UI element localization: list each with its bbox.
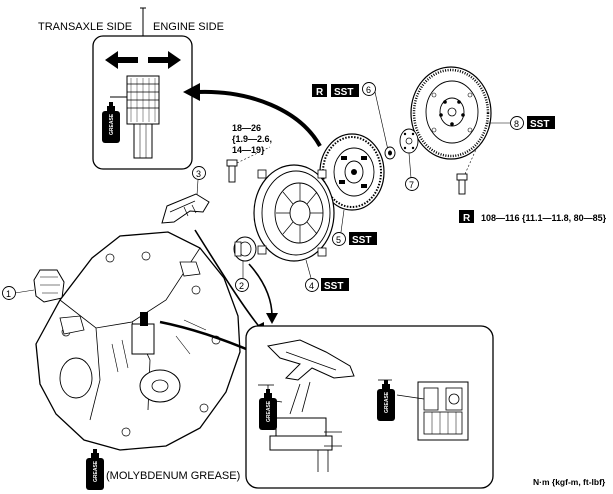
svg-text:14—19}: 14—19} bbox=[232, 145, 265, 155]
callout-6: 6 bbox=[362, 82, 389, 151]
svg-text:7: 7 bbox=[409, 180, 414, 190]
svg-text:4: 4 bbox=[309, 281, 314, 291]
engine-side-label: ENGINE SIDE bbox=[153, 21, 224, 33]
arrow-head-icon bbox=[266, 313, 278, 324]
arrow-right-icon bbox=[148, 51, 181, 69]
svg-text:SST: SST bbox=[530, 119, 549, 130]
arrow-left-icon bbox=[105, 51, 138, 69]
svg-text:1: 1 bbox=[6, 289, 11, 299]
svg-text:{1.9—2.6,: {1.9—2.6, bbox=[232, 134, 272, 144]
flywheel-bolt bbox=[456, 144, 479, 195]
inset-shaft: TRANSAXLE SIDE ENGINE SIDE GREASE bbox=[38, 7, 224, 170]
svg-text:3: 3 bbox=[196, 169, 201, 179]
pressure-plate-bolt bbox=[226, 146, 271, 183]
callout-5: 5 SST bbox=[332, 209, 377, 246]
svg-text:6: 6 bbox=[366, 85, 371, 95]
svg-text:R: R bbox=[463, 213, 471, 224]
torque-spec-flywheel: R 108—116 {11.1—11.8, 80—85} bbox=[459, 210, 607, 224]
molybdenum-grease-label: (MOLYBDENUM GREASE) bbox=[106, 470, 240, 482]
callout-8: 8 SST bbox=[486, 116, 555, 130]
arrow-fork-to-inset bbox=[194, 229, 263, 331]
svg-text:108—116 {11.1—11.8, 80—85}: 108—116 {11.1—11.8, 80—85} bbox=[481, 213, 607, 223]
transaxle-case bbox=[35, 231, 241, 451]
arrow-head-icon bbox=[183, 83, 200, 101]
flywheel bbox=[410, 66, 492, 160]
torque-spec-upper: 18—26 {1.9—2.6, 14—19} bbox=[232, 123, 272, 155]
arrow-bearing-to-inset bbox=[248, 263, 273, 317]
svg-text:SST: SST bbox=[324, 281, 343, 292]
svg-text:18—26: 18—26 bbox=[232, 123, 261, 133]
svg-text:2: 2 bbox=[239, 281, 244, 291]
pressure-plate bbox=[253, 164, 335, 262]
svg-text:5: 5 bbox=[336, 235, 341, 245]
grease-can-label: GREASE bbox=[93, 460, 99, 482]
callout-1: 1 bbox=[2, 286, 16, 300]
svg-text:8: 8 bbox=[514, 119, 519, 129]
svg-text:SST: SST bbox=[352, 235, 371, 246]
backing-plate bbox=[399, 128, 419, 179]
callout-3: 3 bbox=[192, 166, 206, 180]
release-fork-boot bbox=[14, 269, 65, 303]
sst-badge: SST bbox=[334, 87, 353, 98]
grease-can-label: GREASE bbox=[266, 400, 272, 422]
units-label: N·m {kgf-m, ft-lbf} bbox=[533, 477, 606, 487]
badge-group-disc: R SST bbox=[312, 84, 359, 98]
grease-can-label: GREASE bbox=[384, 391, 390, 413]
callout-7: 7 bbox=[405, 177, 419, 191]
transaxle-side-label: TRANSAXLE SIDE bbox=[38, 21, 132, 33]
r-badge: R bbox=[316, 87, 324, 98]
clutch-disc bbox=[319, 133, 385, 211]
callout-2: 2 bbox=[235, 278, 249, 292]
grease-can-label: GREASE bbox=[109, 113, 115, 135]
pilot-bearing bbox=[384, 146, 396, 160]
release-bearing bbox=[233, 236, 257, 278]
inset-grease-points: GREASE GREASE bbox=[245, 325, 494, 489]
grease-legend: GREASE (MOLYBDENUM GREASE) bbox=[86, 449, 240, 490]
release-fork bbox=[161, 179, 210, 224]
callout-arrow bbox=[196, 89, 322, 147]
callout-4: 4 SST bbox=[305, 259, 349, 292]
